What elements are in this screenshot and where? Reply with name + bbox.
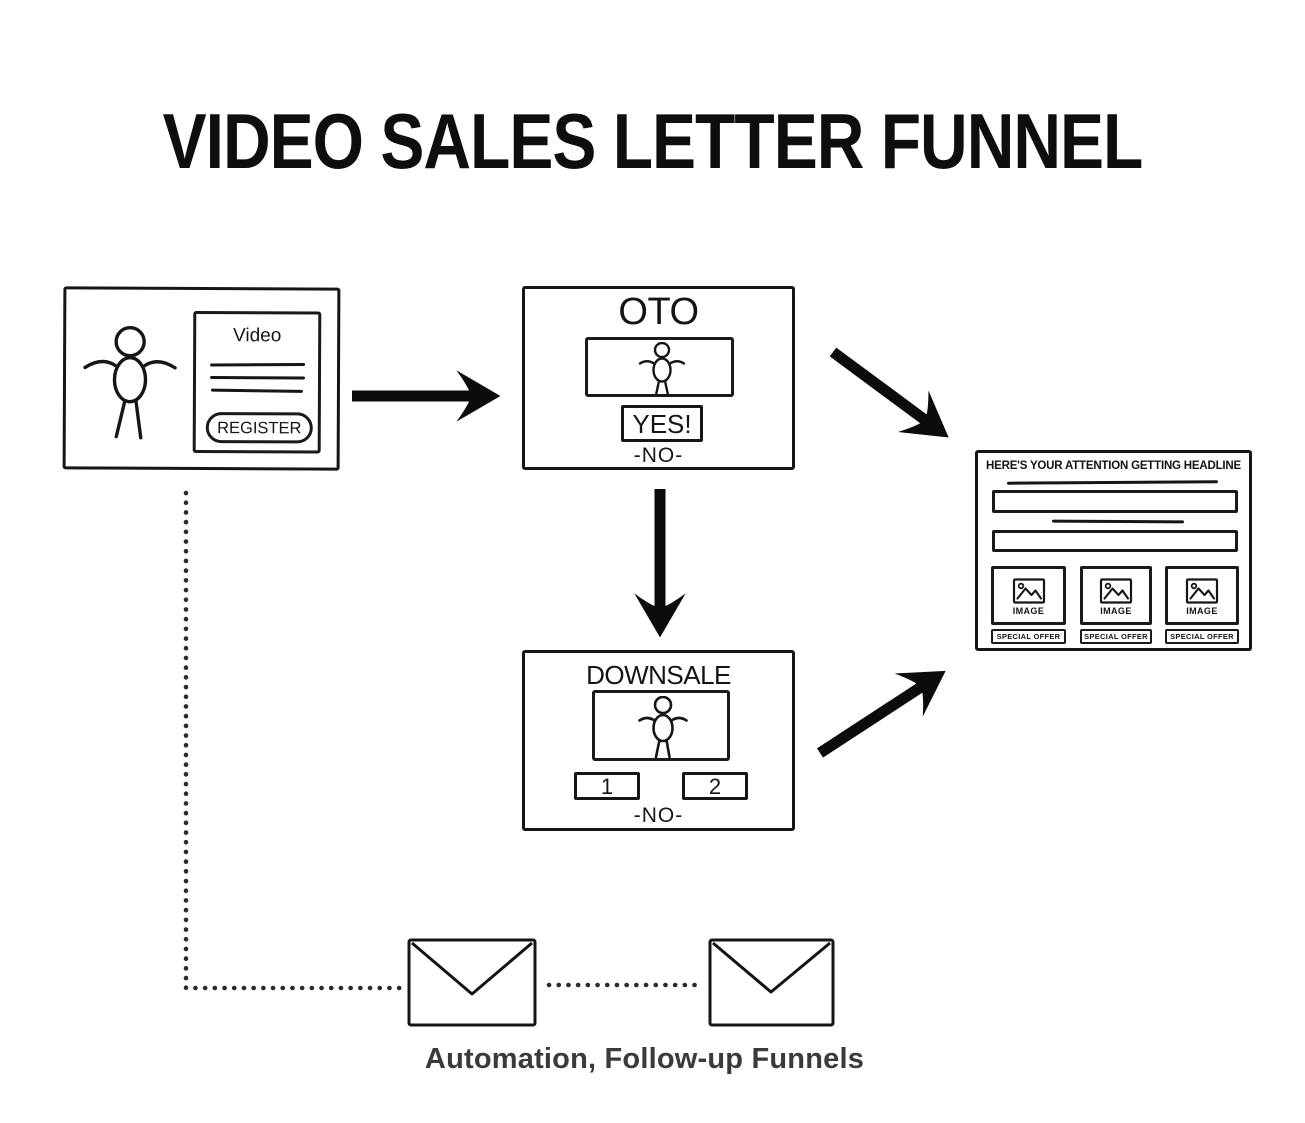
downsale-video-frame (592, 690, 730, 761)
downsale-option-2-button: 2 (682, 772, 748, 800)
image-placeholder: IMAGE (1080, 566, 1152, 625)
special-offer-button: SPECIAL OFFER (1080, 629, 1152, 644)
video-label: Video (233, 325, 282, 347)
content-block (992, 490, 1238, 513)
sales-letter-headline: HERE'S YOUR ATTENTION GETTING HEADLINE (986, 460, 1241, 472)
arrow-oto-to-sales-letter (829, 347, 949, 438)
followup-caption: Automation, Follow-up Funnels (424, 1043, 865, 1075)
oto-no-link: -NO- (633, 444, 684, 467)
presenter-stick-figure-icon (83, 325, 177, 440)
image-label: IMAGE (1012, 606, 1045, 616)
page-title: VIDEO SALES LETTER FUNNEL (162, 97, 1144, 185)
arrow-downsale-to-sales-letter (816, 670, 946, 758)
oto-video-frame (585, 337, 734, 397)
special-offer-button: SPECIAL OFFER (991, 629, 1066, 644)
special-offer-button: SPECIAL OFFER (1165, 629, 1239, 644)
image-label: IMAGE (1100, 606, 1132, 616)
presenter-stick-figure-icon (638, 696, 688, 758)
photo-icon (1099, 578, 1133, 604)
photo-icon (1012, 578, 1045, 604)
offer-column: IMAGE SPECIAL OFFER (1165, 566, 1239, 644)
register-button: REGISTER (205, 412, 313, 444)
dotted-connector-registration-to-email (183, 490, 407, 991)
image-label: IMAGE (1186, 606, 1218, 616)
oto-title: OTO (618, 291, 699, 333)
oto-page-card: OTO YES! -NO- (522, 286, 795, 470)
registration-page-card: Video REGISTER (62, 286, 341, 471)
sales-letter-page-card: HERE'S YOUR ATTENTION GETTING HEADLINE I… (975, 450, 1252, 651)
headline-underline (1006, 480, 1219, 485)
image-placeholder: IMAGE (991, 566, 1066, 625)
presenter-stick-figure-icon (638, 342, 686, 396)
downsale-option-1-button: 1 (574, 772, 640, 800)
offer-column: IMAGE SPECIAL OFFER (1080, 566, 1152, 644)
downsale-title: DOWNSALE (586, 660, 731, 690)
downsale-no-link: -NO- (633, 804, 684, 827)
divider-line (1051, 519, 1185, 524)
photo-icon (1185, 578, 1219, 604)
image-placeholder: IMAGE (1165, 566, 1239, 625)
offer-column: IMAGE SPECIAL OFFER (991, 566, 1066, 644)
envelope-icon (407, 938, 537, 1027)
envelope-icon (708, 938, 835, 1027)
yes-button: YES! (621, 405, 703, 442)
text-lines (196, 362, 318, 393)
content-block (992, 530, 1238, 552)
downsale-page-card: DOWNSALE 1 2 -NO- (522, 650, 795, 831)
video-panel: Video REGISTER (192, 310, 322, 454)
